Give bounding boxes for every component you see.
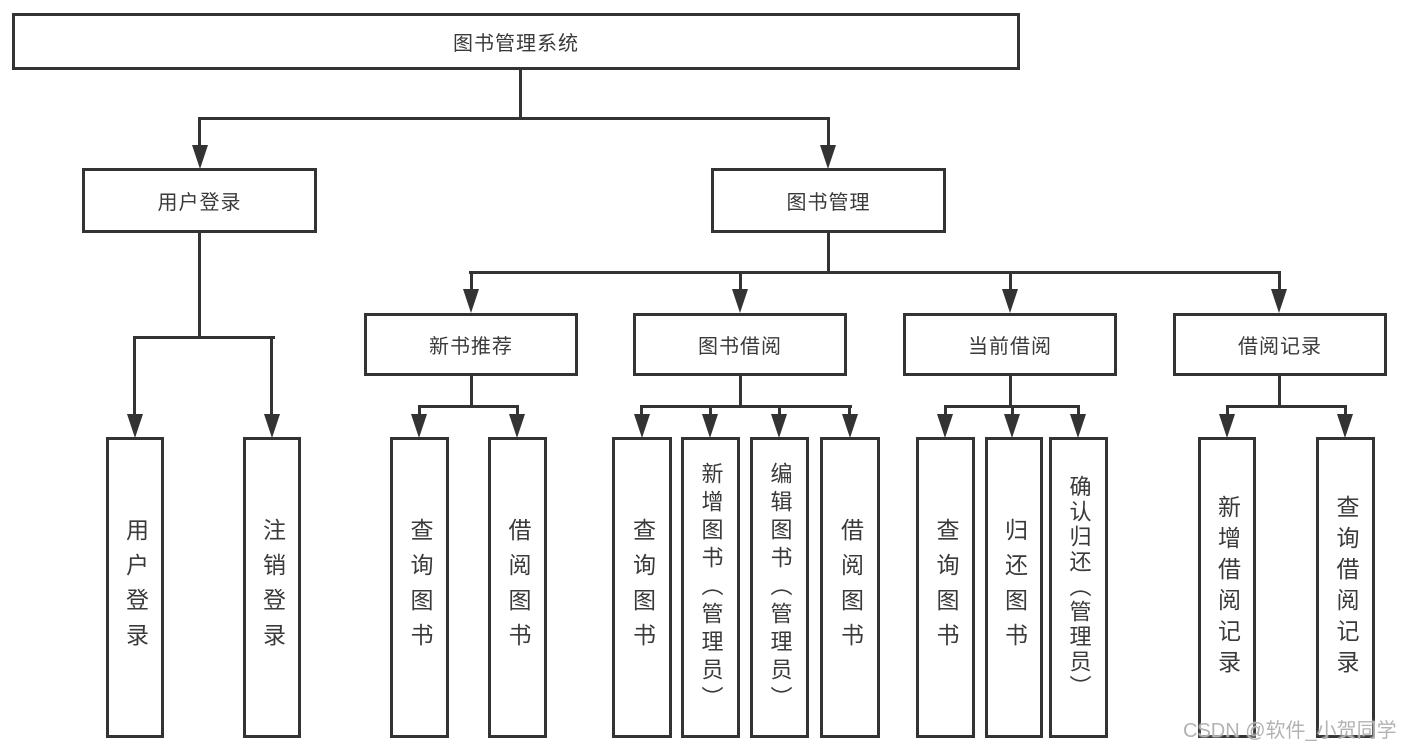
connector-leaf-shaft (1344, 405, 1347, 417)
node-root: 图书管理系统 (12, 13, 1020, 70)
connector-leaf-shaft (133, 336, 136, 416)
leaf-return-book-label: 归还图书 (1001, 517, 1028, 658)
connector-current-borrow-stem (1009, 376, 1012, 408)
arrow-down-icon (1002, 289, 1018, 313)
leaf-query-books-2-label: 查询图书 (629, 517, 656, 658)
connector-new-book-crossbar (418, 405, 519, 408)
node-book-borrow-label: 图书借阅 (698, 336, 782, 358)
node-borrow-records: 借阅记录 (1173, 313, 1387, 376)
leaf-add-book-admin: 新增图书（管理员） (681, 437, 740, 738)
node-root-label: 图书管理系统 (453, 33, 579, 55)
node-book-management-label: 图书管理 (786, 192, 871, 214)
connector-l3-shaft (1009, 271, 1012, 292)
node-borrow-records-label: 借阅记录 (1238, 336, 1322, 358)
connector-leaf-shaft (1011, 405, 1014, 417)
arrow-down-icon (732, 289, 748, 313)
arrow-down-icon (634, 414, 650, 438)
connector-l3-shaft (739, 271, 742, 292)
node-current-borrow-label: 当前借阅 (968, 336, 1052, 358)
node-book-borrow: 图书借阅 (633, 313, 847, 376)
watermark: CSDN @软件_小贺同学 (1183, 720, 1397, 742)
leaf-confirm-return-admin-label: 确认归还（管理员） (1066, 475, 1092, 700)
arrow-down-icon (192, 145, 208, 169)
arrow-down-icon (127, 414, 143, 438)
leaf-borrow-books-2: 借阅图书 (820, 437, 880, 738)
leaf-edit-book-admin: 编辑图书（管理员） (750, 437, 809, 738)
leaf-logout: 注销登录 (243, 437, 301, 738)
arrow-down-icon (771, 414, 787, 438)
leaf-user-login-label: 用户登录 (122, 517, 149, 658)
node-user-login-label: 用户登录 (157, 192, 242, 214)
node-new-book-recommend: 新书推荐 (364, 313, 578, 376)
leaf-borrow-books-1: 借阅图书 (488, 437, 547, 738)
connector-book-mgmt-crossbar (469, 271, 1281, 274)
leaf-query-books-1-label: 查询图书 (407, 517, 433, 658)
arrow-down-icon (702, 414, 718, 438)
connector-user-login-stem (198, 233, 201, 339)
connector-leaf-shaft (516, 405, 519, 417)
leaf-borrow-books-1-label: 借阅图书 (505, 517, 531, 658)
connector-book-mgmt-shaft (827, 117, 830, 148)
connector-leaf-shaft (270, 336, 273, 416)
leaf-confirm-return-admin: 确认归还（管理员） (1049, 437, 1108, 738)
connector-leaf-shaft (1077, 405, 1080, 417)
connector-book-borrow-stem (739, 376, 742, 408)
connector-book-mgmt-stem (827, 233, 830, 274)
node-user-login: 用户登录 (82, 168, 317, 233)
connector-leaf-shaft (944, 405, 947, 417)
arrow-down-icon (509, 414, 525, 438)
node-current-borrow: 当前借阅 (903, 313, 1117, 376)
leaf-query-books-2: 查询图书 (612, 437, 672, 738)
leaf-edit-book-admin-label: 编辑图书（管理员） (767, 461, 793, 714)
node-book-management: 图书管理 (711, 168, 946, 233)
connector-leaf-shaft (1226, 405, 1229, 417)
connector-leaf-shaft (848, 405, 851, 417)
connector-user-login-shaft (198, 117, 201, 148)
connector-borrow-record-crossbar (1226, 405, 1347, 408)
arrow-down-icon (842, 414, 858, 438)
arrow-down-icon (1070, 414, 1086, 438)
connector-leaf-shaft (709, 405, 712, 417)
leaf-query-borrow-record-label: 查询借阅记录 (1333, 494, 1359, 681)
leaf-query-books-1: 查询图书 (390, 437, 449, 738)
leaf-logout-label: 注销登录 (259, 517, 286, 658)
connector-book-borrow-crossbar (640, 405, 852, 408)
connector-leaf-shaft (778, 405, 781, 417)
connector-user-login-crossbar (133, 336, 275, 339)
leaf-return-book: 归还图书 (985, 437, 1043, 738)
connector-root-crossbar (198, 117, 830, 120)
leaf-query-borrow-record: 查询借阅记录 (1316, 437, 1375, 738)
arrow-down-icon (937, 414, 953, 438)
leaf-add-book-admin-label: 新增图书（管理员） (698, 461, 724, 714)
connector-leaf-shaft (640, 405, 643, 417)
leaf-user-login: 用户登录 (106, 437, 164, 738)
connector-root-stem (519, 68, 522, 120)
connector-l3-shaft (470, 271, 473, 292)
arrow-down-icon (1271, 289, 1287, 313)
connector-leaf-shaft (418, 405, 421, 417)
arrow-down-icon (1337, 414, 1353, 438)
arrow-down-icon (1004, 414, 1020, 438)
leaf-query-books-3: 查询图书 (916, 437, 975, 738)
arrow-down-icon (264, 414, 280, 438)
connector-borrow-record-stem (1278, 376, 1281, 408)
leaf-add-borrow-record: 新增借阅记录 (1198, 437, 1256, 738)
arrow-down-icon (411, 414, 427, 438)
leaf-query-books-3-label: 查询图书 (933, 517, 959, 658)
leaf-add-borrow-record-label: 新增借阅记录 (1214, 494, 1241, 681)
arrow-down-icon (463, 289, 479, 313)
leaf-borrow-books-2-label: 借阅图书 (837, 517, 864, 658)
node-new-book-recommend-label: 新书推荐 (429, 336, 513, 358)
arrow-down-icon (1219, 414, 1235, 438)
connector-l3-shaft (1278, 271, 1281, 292)
connector-new-book-stem (470, 376, 473, 408)
arrow-down-icon (820, 145, 836, 169)
